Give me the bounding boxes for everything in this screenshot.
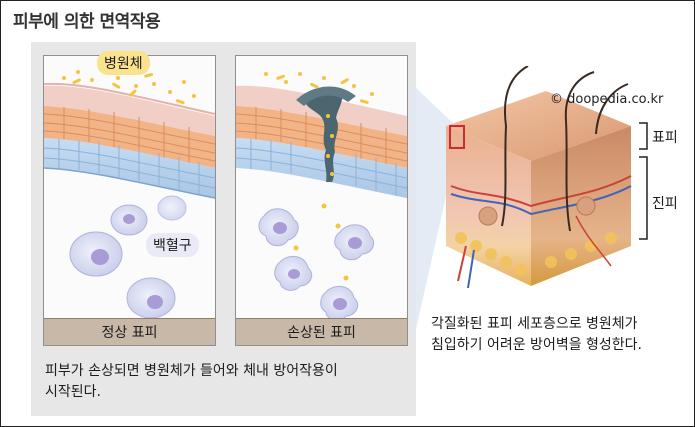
- damaged-epidermis-illustration: [236, 72, 407, 321]
- epidermis-label: 표피: [652, 130, 678, 146]
- left-description-line-2: 시작된다.: [45, 384, 101, 400]
- left-description-line-1: 피부가 손상되면 병원체가 들어와 체내 방어작용이: [45, 363, 338, 379]
- panel-damaged-epidermis: 손상된 표피: [235, 55, 408, 346]
- panel-normal-epidermis: 정상 표피: [43, 55, 216, 346]
- skin-cross-section: [446, 66, 632, 289]
- pathogen-label: 병원체: [97, 51, 150, 75]
- right-description: 각질화된 표피 세포층으로 병원체가 침입하기 어려운 방어벽을 형성한다.: [431, 314, 642, 356]
- normal-epidermis-illustration: [44, 68, 215, 319]
- zoom-marker: [449, 125, 465, 149]
- figure-title: 피부에 의한 면역작용: [13, 12, 161, 32]
- right-description-line-1: 각질화된 표피 세포층으로 병원체가: [431, 316, 638, 332]
- left-description: 피부가 손상되면 병원체가 들어와 체내 방어작용이 시작된다.: [45, 361, 338, 403]
- activated-white-blood-cells: [258, 208, 375, 321]
- copyright-text: © doopedia.co.kr: [550, 92, 664, 107]
- dermis-label: 진피: [652, 196, 678, 212]
- layer-brackets: [639, 122, 648, 240]
- white-blood-cell-label: 백혈구: [146, 233, 199, 257]
- right-description-line-2: 침입하기 어려운 방어벽을 형성한다.: [431, 337, 642, 353]
- white-blood-cells: [69, 195, 187, 319]
- caption-damaged-epidermis: 손상된 표피: [236, 318, 407, 345]
- caption-normal-epidermis: 정상 표피: [44, 318, 215, 345]
